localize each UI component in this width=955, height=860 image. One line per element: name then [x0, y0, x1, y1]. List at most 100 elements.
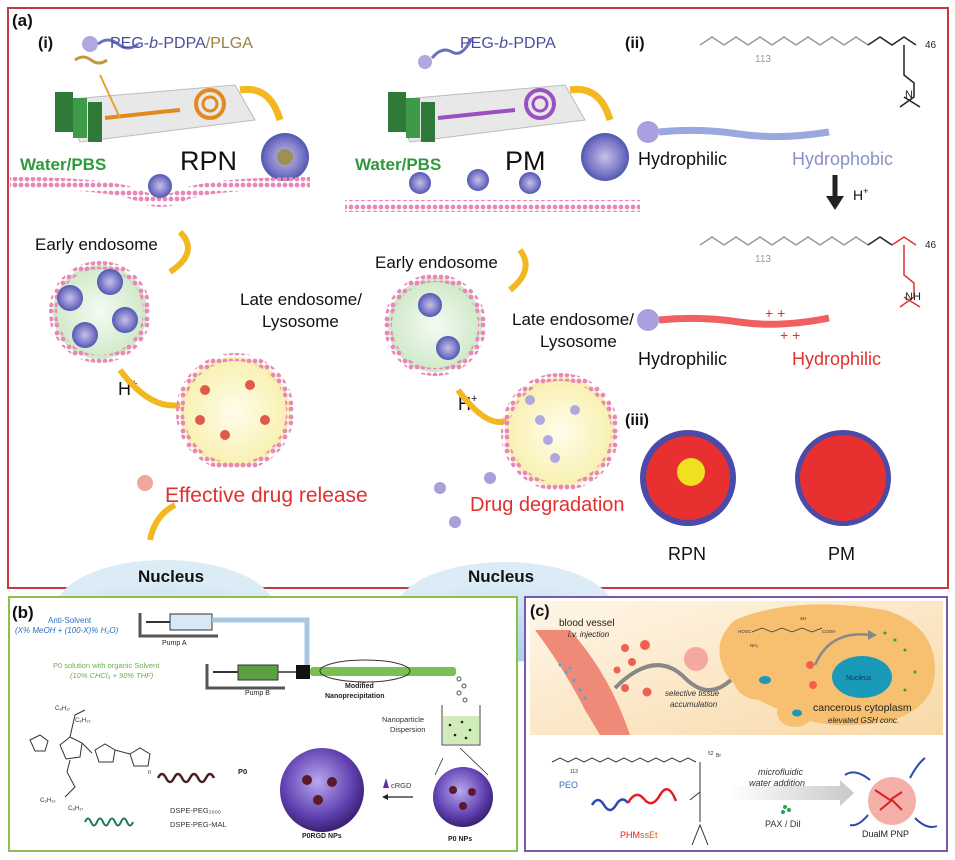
p0-solution-formula: (10% CHCl₃ + 90% THF)	[70, 671, 154, 680]
polymer-ball	[82, 36, 98, 52]
rpn-label: RPN	[180, 146, 237, 176]
water-pbs-label-pm: Water/PBS	[355, 155, 441, 174]
gsh-structure	[751, 627, 823, 633]
hooc-label: HOOC	[738, 629, 752, 634]
nh-atom: NH	[905, 291, 921, 303]
pump-b	[205, 659, 456, 690]
panel-b-border	[8, 596, 518, 852]
microfluidic-chip-pm	[388, 84, 586, 143]
anti-solvent-label: Anti-Solvent	[48, 616, 92, 625]
modified-label: Modified	[345, 683, 374, 690]
pump-a-label: Pump A	[162, 640, 187, 647]
drug-degradation-label: Drug degradation	[470, 494, 625, 516]
hydrophilic-label: Hydrophilic	[638, 149, 727, 169]
n-subscript: n	[148, 770, 151, 776]
dispersion-label-1: Nanoparticle	[382, 715, 424, 724]
p0rgd-nanoparticle	[280, 748, 364, 832]
pump-b-label: Pump B	[245, 690, 270, 697]
p0-solution-label: P0 solution with organic Solvent	[53, 661, 160, 670]
proton-label-ii: H+	[853, 186, 868, 203]
pm-column: PEG-b-PDPA Water/PBS PM Early endosome L…	[345, 35, 640, 662]
dspe-peg-label: DSPE-PEG₂₀₀₀	[170, 806, 221, 815]
p0-structure	[29, 709, 151, 798]
n-atom: N	[905, 89, 913, 101]
hydrophilic-red-label: Hydrophilic	[792, 349, 881, 369]
chemistry-panel: (ii) 113 46 N Hydrophilic Hydrophobic H+…	[625, 35, 937, 369]
cell-membrane	[9, 177, 311, 207]
plus-charges: + +	[765, 305, 785, 321]
pump-a	[138, 613, 310, 665]
n113-c: 113	[570, 769, 578, 775]
pax-dil-label: PAX / DiI	[765, 819, 801, 829]
pm-label: PM	[505, 146, 546, 176]
early-endosome-label-pm: Early endosome	[375, 253, 498, 272]
yellow-arrow	[239, 85, 284, 122]
sub-ii-label: (ii)	[625, 35, 645, 52]
hydrophobic-label: Hydrophobic	[792, 149, 893, 169]
late-endosome-label: Late endosome/	[240, 290, 362, 309]
cell-nucleus	[832, 656, 892, 698]
blood-vessel-label: blood vessel	[559, 618, 615, 629]
water-addition-label: water addition	[749, 778, 805, 788]
early-endosome-label: Early endosome	[35, 235, 158, 254]
pm-sphere	[800, 435, 886, 521]
plus-charges-2: + +	[780, 327, 800, 343]
phmsset-chain	[626, 788, 678, 805]
peo-chain	[590, 798, 629, 812]
pm-micelle	[581, 133, 629, 181]
process-arrow	[730, 780, 854, 806]
nucleus-label: Nucleus	[138, 567, 204, 586]
beaker	[441, 676, 481, 746]
c8h17-label-2: C₈H₁₇	[68, 806, 83, 812]
p0-label: P0	[238, 767, 247, 776]
nucleus-label-c: Nucleus	[846, 675, 872, 682]
n46-label-2: 46	[925, 240, 937, 251]
pm-polymer-label: PEG-b-PDPA	[460, 35, 556, 52]
rpn-sphere-label: RPN	[668, 544, 706, 564]
dspe-peg-mal-label: DSPE-PEG-MAL	[170, 820, 227, 829]
sub-iii-label: (iii)	[625, 412, 649, 429]
simulation-spheres: (iii) RPN PM	[625, 412, 891, 564]
anti-solvent-formula: (X% MeOH + (100-X)% H₂O)	[15, 626, 119, 635]
p0-nps-label: P0 NPs	[448, 836, 472, 843]
br-label: Br	[716, 753, 721, 759]
pm-sphere-label: PM	[828, 544, 855, 564]
p0-chain	[156, 772, 216, 784]
nh2-label: NH₂	[750, 643, 758, 648]
c6h13-label-2: C₆H₁₃	[40, 798, 56, 804]
cancerous-cytoplasm-label: cancerous cytoplasm	[813, 702, 912, 714]
dspe-chain	[84, 817, 134, 827]
lysosome	[176, 353, 294, 471]
n113-label-2: 113	[755, 254, 771, 265]
nanoprecipitation-label: Nanoprecipitation	[325, 693, 385, 700]
microfluidic-label: microfluidic	[758, 767, 804, 777]
dualm-pnp-label: DualM PNP	[862, 829, 909, 839]
nucleus-label-pm: Nucleus	[468, 567, 534, 586]
panel-a-label: (a)	[12, 11, 33, 30]
n113-label: 113	[755, 54, 771, 65]
lysosome-label-pm: Lysosome	[540, 332, 617, 351]
accumulation-label: accumulation	[670, 700, 718, 709]
late-endosome-label-pm: Late endosome/	[512, 310, 634, 329]
block-copolymer-structure	[551, 757, 697, 763]
blood-vessel	[535, 630, 630, 735]
microfluidic-chip	[55, 74, 256, 143]
crgd-icon	[383, 778, 389, 788]
effective-drug-release-label: Effective drug release	[165, 484, 368, 507]
drug-dots	[781, 805, 791, 814]
sh-label: SH	[800, 616, 806, 621]
dispersion-label-2: Dispersion	[390, 725, 425, 734]
injection-label: i.v. injection	[568, 630, 610, 639]
peo-label: PEO	[559, 780, 578, 790]
dissociating-nanoparticle	[684, 647, 708, 671]
gsh-label: elevated GSH conc.	[828, 716, 899, 725]
n52-c: 52	[708, 751, 714, 757]
selective-tissue-label: selective tissue	[665, 689, 720, 698]
lysosome-label: Lysosome	[262, 312, 339, 331]
water-pbs-label: Water/PBS	[20, 155, 106, 174]
p0rgd-label: P0RGD NPs	[302, 833, 342, 840]
c8h17-label: C₈H₁₇	[55, 706, 70, 712]
p0-nanoparticle	[433, 767, 493, 827]
panel-b-label: (b)	[12, 603, 34, 622]
